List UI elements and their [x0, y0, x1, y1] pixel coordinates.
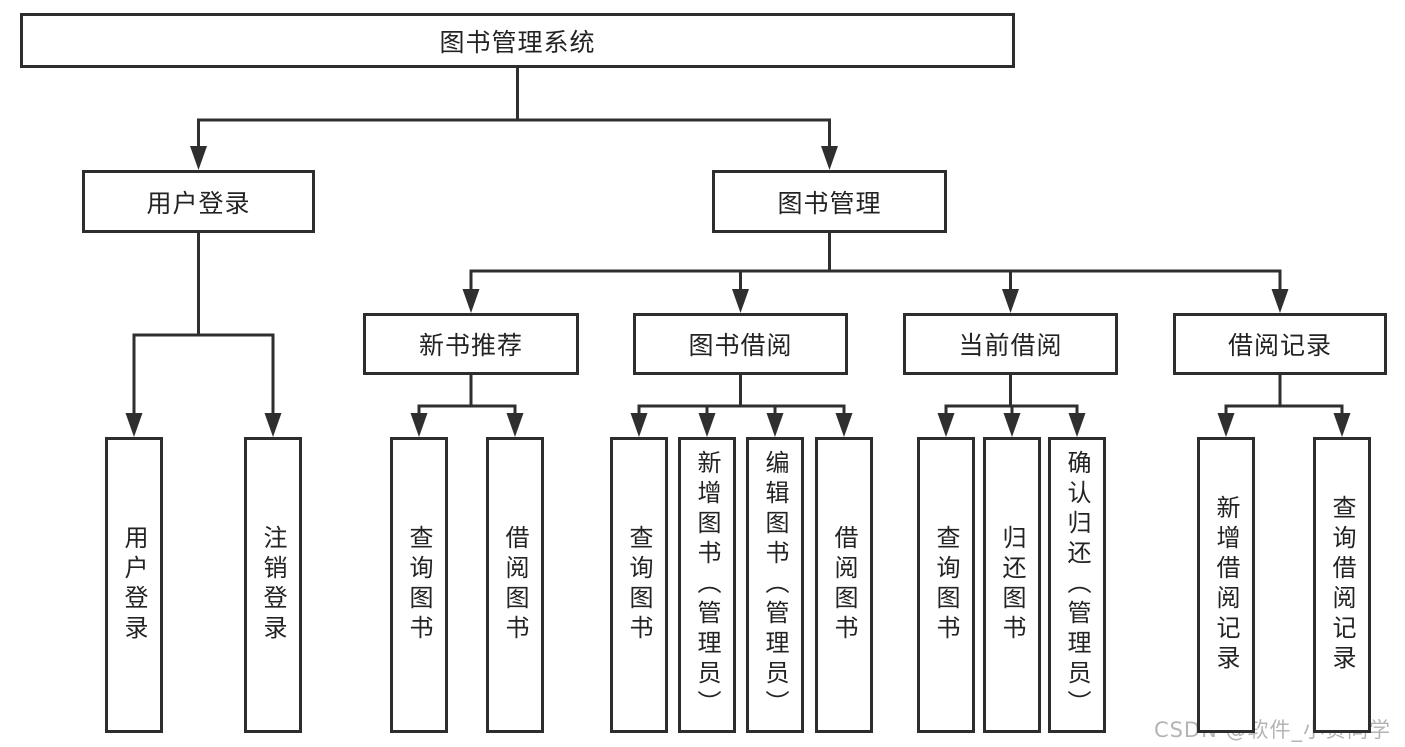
arrowhead-borrowing-records	[1271, 289, 1289, 313]
node-current-borrowing: 当前借阅	[903, 313, 1118, 375]
node-borrow-books-borrowing: 借阅图书	[815, 437, 873, 733]
arrowhead-confirm-return-admin	[1068, 413, 1086, 437]
node-borrow-books-recommend: 借阅图书	[486, 437, 544, 733]
arrowhead-logout	[264, 413, 282, 437]
arrowhead-current-borrowing	[1002, 289, 1019, 313]
node-label-library-system: 图书管理系统	[439, 27, 596, 57]
arrowhead-user-login-leaf	[125, 413, 143, 437]
node-query-books-borrowing: 查询图书	[610, 437, 668, 733]
arrowhead-query-books-recommend	[410, 413, 428, 437]
node-label-book-borrowing: 图书借阅	[688, 331, 793, 360]
node-label-logout: 注销登录	[259, 525, 287, 645]
arrowhead-borrow-books-borrowing	[835, 413, 853, 437]
arrowhead-new-book-recommend	[462, 289, 480, 313]
node-logout: 注销登录	[244, 437, 302, 733]
arrowhead-query-books-current	[937, 413, 955, 437]
node-label-return-books: 归还图书	[998, 525, 1026, 645]
node-label-confirm-return-admin: 确认归还（管理员）	[1063, 450, 1091, 720]
node-label-borrow-books-recommend: 借阅图书	[501, 525, 529, 645]
node-label-user-login: 用户登录	[146, 188, 251, 218]
node-edit-books-admin: 编辑图书（管理员）	[746, 437, 804, 733]
node-user-login-leaf: 用户登录	[105, 437, 163, 733]
arrowhead-book-management	[821, 146, 838, 170]
node-query-borrow-record: 查询借阅记录	[1313, 437, 1371, 733]
node-label-query-books-current: 查询图书	[932, 525, 960, 645]
node-book-borrowing: 图书借阅	[633, 313, 848, 375]
node-label-new-book-recommend: 新书推荐	[418, 331, 523, 360]
node-label-borrow-books-borrowing: 借阅图书	[830, 525, 858, 645]
arrowhead-edit-books-admin	[766, 413, 784, 437]
node-query-books-current: 查询图书	[917, 437, 975, 733]
arrowhead-user-login	[190, 146, 207, 170]
node-label-edit-books-admin: 编辑图书（管理员）	[761, 450, 789, 720]
node-add-books-admin: 新增图书（管理员）	[678, 437, 736, 733]
node-user-login: 用户登录	[82, 170, 315, 233]
node-label-add-borrow-record: 新增借阅记录	[1212, 495, 1240, 675]
node-label-book-management: 图书管理	[777, 188, 882, 218]
node-query-books-recommend: 查询图书	[390, 437, 448, 733]
node-add-borrow-record: 新增借阅记录	[1197, 437, 1255, 733]
node-label-user-login-leaf: 用户登录	[120, 525, 148, 645]
node-library-system: 图书管理系统	[20, 13, 1015, 68]
node-label-current-borrowing: 当前借阅	[958, 331, 1063, 360]
arrowhead-query-borrow-record	[1333, 413, 1351, 437]
node-new-book-recommend: 新书推荐	[363, 313, 579, 375]
node-label-borrowing-records: 借阅记录	[1227, 331, 1332, 360]
arrowhead-add-borrow-record	[1217, 413, 1235, 437]
arrowhead-book-borrowing	[732, 289, 749, 313]
arrowhead-query-books-borrowing	[630, 413, 648, 437]
node-label-add-books-admin: 新增图书（管理员）	[693, 450, 721, 720]
arrowhead-borrow-books-recommend	[506, 413, 524, 437]
node-label-query-books-recommend: 查询图书	[405, 525, 433, 645]
node-label-query-books-borrowing: 查询图书	[625, 525, 653, 645]
node-confirm-return-admin: 确认归还（管理员）	[1048, 437, 1106, 733]
node-borrowing-records: 借阅记录	[1173, 313, 1387, 375]
node-label-query-borrow-record: 查询借阅记录	[1328, 495, 1356, 675]
node-book-management: 图书管理	[712, 170, 947, 233]
node-return-books: 归还图书	[983, 437, 1041, 733]
arrowhead-add-books-admin	[698, 413, 716, 437]
arrowhead-return-books	[1003, 413, 1021, 437]
